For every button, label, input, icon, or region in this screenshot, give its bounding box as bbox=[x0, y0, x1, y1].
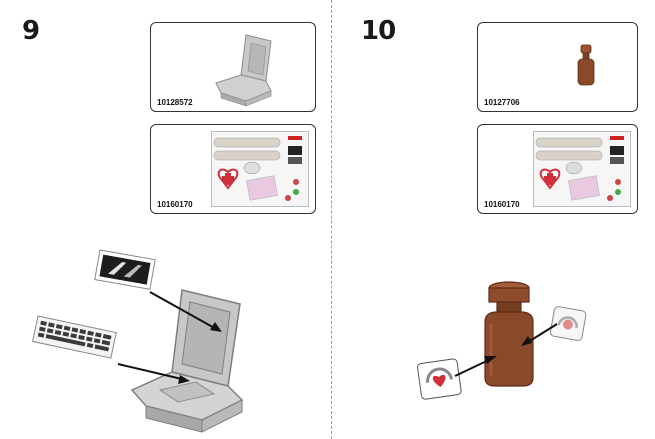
horseshoe-sticker-icon bbox=[549, 306, 587, 341]
part-id-label: 10127706 bbox=[484, 98, 520, 107]
sticker-sheet-image bbox=[211, 131, 309, 207]
parts-callout-stickers: 10160170 bbox=[477, 124, 638, 214]
screen-sticker-icon bbox=[94, 249, 156, 290]
page-divider bbox=[331, 0, 332, 439]
bottle-icon bbox=[577, 44, 595, 86]
heart-horseshoe-sticker-icon bbox=[417, 358, 462, 400]
parts-callout-laptop: 10128572 bbox=[150, 22, 316, 112]
parts-callout-stickers: 10160170 bbox=[150, 124, 316, 214]
keyboard-sticker-icon bbox=[32, 315, 117, 359]
laptop-assembly-illustration bbox=[32, 249, 244, 433]
part-id-label: 10128572 bbox=[157, 98, 193, 107]
laptop-frame-icon bbox=[215, 34, 272, 107]
bottle-assembly-illustration bbox=[417, 281, 587, 400]
laptop-frame-large bbox=[130, 289, 244, 433]
parts-callout-bottle: 10127706 bbox=[477, 22, 638, 112]
step-number-10: 10 bbox=[361, 16, 396, 46]
part-id-label: 10160170 bbox=[157, 200, 193, 209]
bottle-large bbox=[484, 281, 534, 387]
part-id-label: 10160170 bbox=[484, 200, 520, 209]
sticker-sheet-image bbox=[533, 131, 631, 207]
step-number-9: 9 bbox=[22, 16, 40, 46]
